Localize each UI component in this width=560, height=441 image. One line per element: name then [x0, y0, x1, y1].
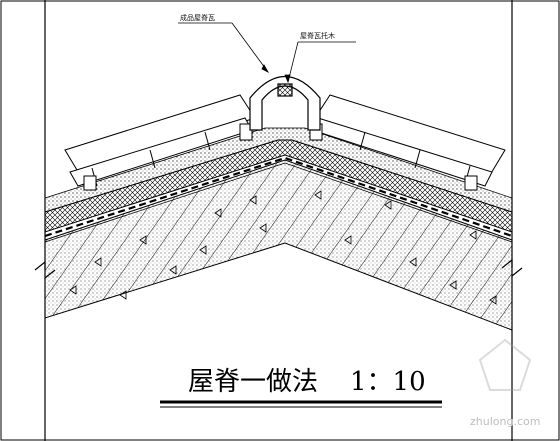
- callout-ridge-tile: 成品屋脊瓦: [180, 13, 215, 22]
- callout-leaders: [178, 22, 356, 84]
- watermark-text: zhulong.com: [470, 415, 540, 428]
- drawing-title: 屋脊一做法: [188, 367, 318, 397]
- drawing-scale: 1：10: [350, 367, 426, 397]
- concrete-roof-slab: [44, 159, 513, 331]
- ridge-cap-tile: [249, 75, 321, 131]
- waterproof-membrane: [44, 156, 513, 243]
- watermark-logo: [478, 338, 532, 391]
- callout-ridge-batten: 屋脊瓦托木: [300, 31, 335, 40]
- mortar-band: [44, 127, 513, 213]
